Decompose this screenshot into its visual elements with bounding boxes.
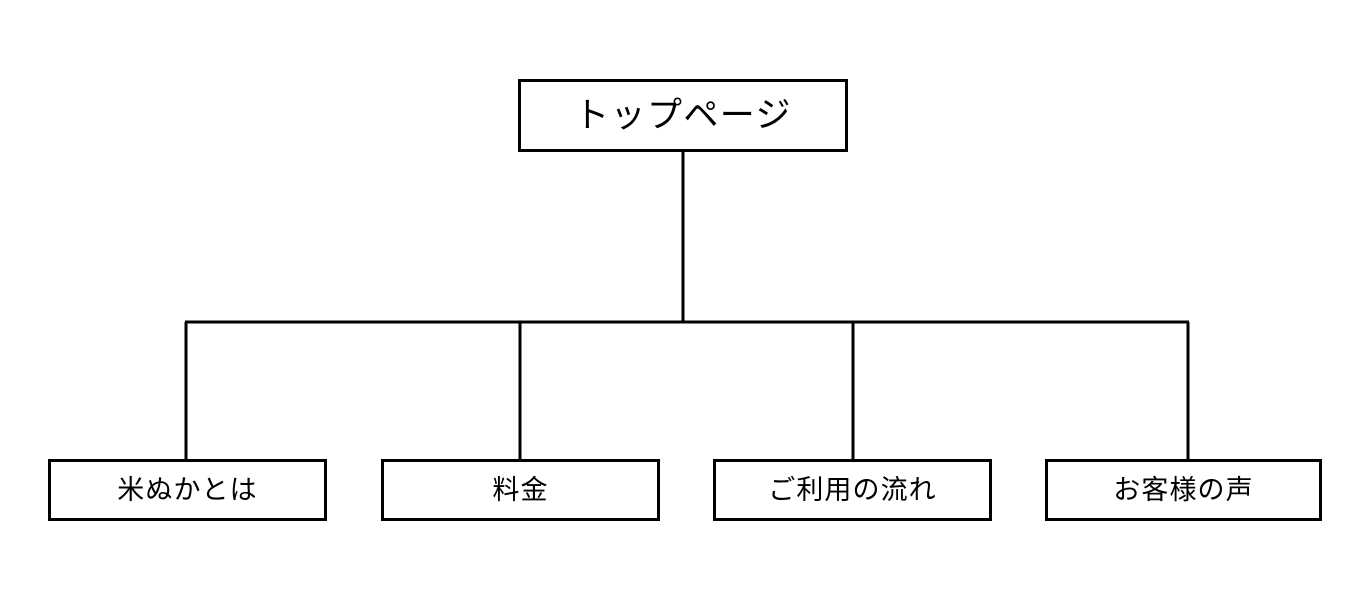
node-customer-voices[interactable]: お客様の声	[1045, 459, 1322, 521]
node-top-page-label: トップページ	[574, 96, 792, 135]
node-customer-voices-label: お客様の声	[1113, 474, 1254, 505]
node-pricing[interactable]: 料金	[381, 459, 660, 521]
node-what-is-rice-bran-label: 米ぬかとは	[117, 474, 258, 505]
node-usage-flow-label: ご利用の流れ	[768, 474, 937, 505]
node-top-page[interactable]: トップページ	[518, 79, 848, 152]
node-what-is-rice-bran[interactable]: 米ぬかとは	[48, 459, 327, 521]
node-pricing-label: 料金	[492, 474, 549, 505]
node-usage-flow[interactable]: ご利用の流れ	[713, 459, 992, 521]
